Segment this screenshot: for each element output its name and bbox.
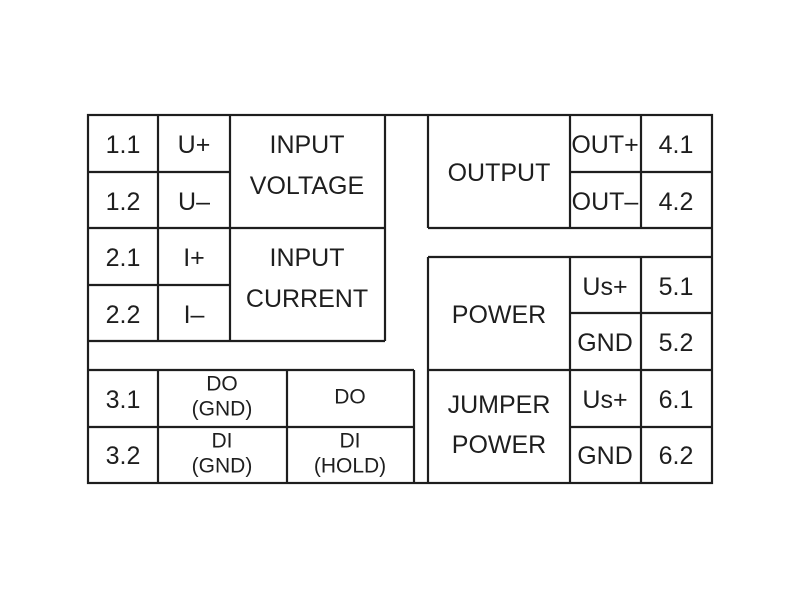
group-input-voltage-line2: VOLTAGE xyxy=(250,172,364,200)
signal-out-plus: OUT+ xyxy=(571,131,638,159)
outer-frame xyxy=(86,113,714,485)
group-jumper-power-line1: JUMPER xyxy=(448,391,551,419)
terminal-2-1: 2.1 xyxy=(106,244,141,272)
digital-di-hold-line2: (HOLD) xyxy=(314,455,386,478)
terminal-4-2: 4.2 xyxy=(659,188,694,216)
signal-gnd-jumper: GND xyxy=(577,442,633,470)
terminal-1-2: 1.2 xyxy=(106,188,141,216)
group-power: POWER xyxy=(452,301,546,329)
terminal-3-2: 3.2 xyxy=(106,442,141,470)
terminal-5-1: 5.1 xyxy=(659,273,694,301)
terminal-6-2: 6.2 xyxy=(659,442,694,470)
group-jumper-power-line2: POWER xyxy=(452,431,546,459)
group-input-current-line1: INPUT xyxy=(270,244,345,272)
digital-do-gnd-line2: (GND) xyxy=(192,398,253,421)
digital-do: DO xyxy=(334,386,366,409)
signal-i-plus: I+ xyxy=(183,244,205,272)
signal-u-plus: U+ xyxy=(178,131,211,159)
terminal-3-1: 3.1 xyxy=(106,386,141,414)
terminal-1-1: 1.1 xyxy=(106,131,141,159)
signal-out-minus: OUT– xyxy=(572,188,639,216)
signal-gnd-power: GND xyxy=(577,329,633,357)
terminal-2-2: 2.2 xyxy=(106,301,141,329)
group-output: OUTPUT xyxy=(448,159,551,187)
signal-u-minus: U– xyxy=(178,188,210,216)
terminal-5-2: 5.2 xyxy=(659,329,694,357)
digital-di-gnd-line1: DI xyxy=(212,430,233,453)
digital-di-hold-line1: DI xyxy=(340,430,361,453)
digital-do-gnd-line1: DO xyxy=(206,373,238,396)
signal-i-minus: I– xyxy=(184,301,205,329)
terminal-4-1: 4.1 xyxy=(659,131,694,159)
signal-us-plus-power: Us+ xyxy=(582,273,627,301)
terminal-6-1: 6.1 xyxy=(659,386,694,414)
group-input-current-line2: CURRENT xyxy=(246,285,368,313)
signal-us-plus-jumper: Us+ xyxy=(582,386,627,414)
group-input-voltage-line1: INPUT xyxy=(270,131,345,159)
digital-di-gnd-line2: (GND) xyxy=(192,455,253,478)
